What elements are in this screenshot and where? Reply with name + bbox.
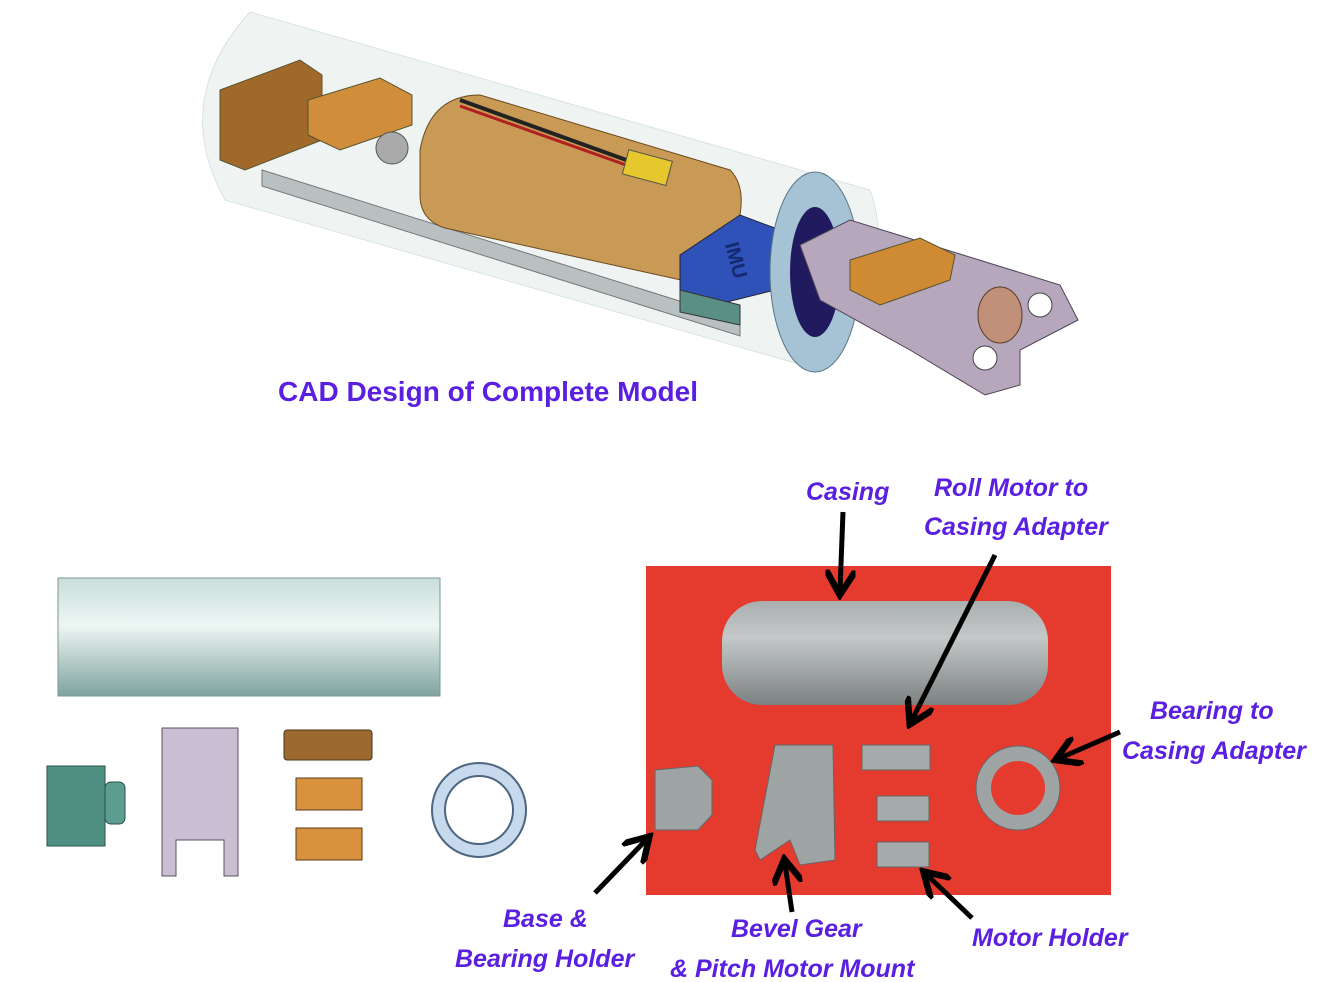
printed-roll-adapter <box>861 744 931 771</box>
label-roll-adapter-line2: Casing Adapter <box>924 513 1108 541</box>
label-bearing-adapter-line1: Bearing to <box>1150 697 1274 725</box>
cad-casing <box>57 577 441 697</box>
label-bearing-adapter-line2: Casing Adapter <box>1122 737 1306 765</box>
arrow-motor-holder <box>927 875 974 920</box>
printed-pitch-mount <box>754 744 836 866</box>
printed-motor-holder-2 <box>876 841 930 868</box>
motor-holder-top <box>307 77 413 151</box>
printed-base-holder <box>654 765 713 831</box>
arrow-base-holder <box>593 840 646 895</box>
label-base-holder-line2: Bearing Holder <box>455 945 635 973</box>
cad-parts <box>46 577 527 877</box>
connector <box>621 149 673 187</box>
cad-base-holder <box>46 765 106 847</box>
figure-title: CAD Design of Complete Model <box>278 376 699 407</box>
bevel-gear <box>977 286 1023 344</box>
label-motor-holder: Motor Holder <box>972 924 1128 952</box>
arrow-bevel-gear <box>785 864 792 913</box>
motor <box>375 131 409 165</box>
arrow-casing <box>840 511 843 590</box>
arrow-bearing-adapter <box>1060 729 1121 758</box>
cad-complete-model: IMU <box>202 11 1079 396</box>
printed-motor-holder-1 <box>876 795 930 822</box>
label-bevel-gear-line1: Bevel Gear <box>731 915 862 943</box>
arrow-roll-adapter <box>912 553 998 720</box>
label-roll-adapter-line1: Roll Motor to <box>934 474 1089 502</box>
cad-pitch-mount <box>161 727 239 877</box>
cad-motor-holder-2 <box>295 827 363 861</box>
cad-roll-adapter <box>283 729 373 761</box>
label-casing: Casing <box>806 478 890 506</box>
label-base-holder-line1: Base & <box>503 905 588 933</box>
photo-printed-parts <box>646 566 1111 895</box>
cad-motor-holder-1 <box>295 777 363 811</box>
motor-holder <box>849 237 956 306</box>
base-plate <box>261 169 741 337</box>
label-bevel-gear-line2: & Pitch Motor Mount <box>670 955 915 982</box>
arrows <box>593 511 1121 920</box>
printed-casing <box>722 601 1048 705</box>
